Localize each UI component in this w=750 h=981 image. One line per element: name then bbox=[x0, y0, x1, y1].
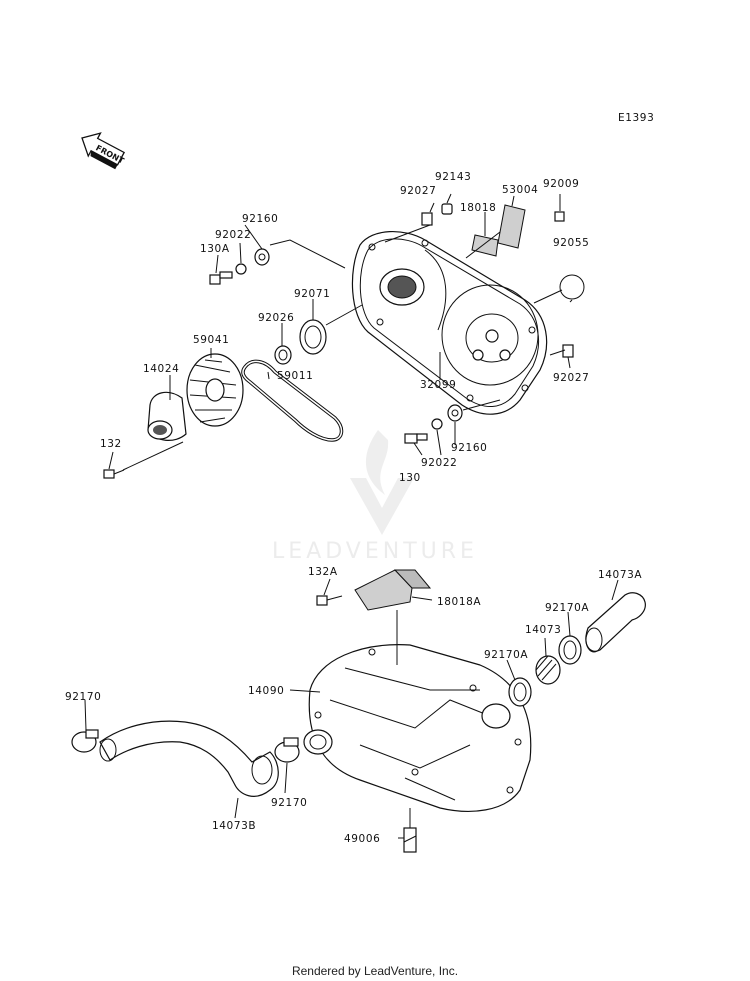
front-arrow-icon: FRONT bbox=[81, 132, 126, 170]
clamp-92170-left-part[interactable] bbox=[71, 729, 99, 753]
callout-92055[interactable]: 92055 bbox=[553, 237, 589, 249]
callout-92027-lower[interactable]: 92027 bbox=[553, 372, 589, 384]
drain-plug-49006-part[interactable] bbox=[403, 827, 417, 853]
duct-part[interactable] bbox=[147, 391, 187, 441]
callout-92160-lower[interactable]: 92160 bbox=[451, 442, 487, 454]
clamp-92170-mid-part[interactable] bbox=[274, 737, 300, 763]
bracket-18018-part[interactable] bbox=[471, 234, 499, 257]
bolt-132A-part[interactable] bbox=[316, 595, 343, 606]
callout-14073[interactable]: 14073 bbox=[525, 624, 561, 636]
callout-92170-left[interactable]: 92170 bbox=[65, 691, 101, 703]
footer-credit: Rendered by LeadVenture, Inc. bbox=[292, 964, 458, 978]
bolt-92027-upper-part[interactable] bbox=[421, 212, 433, 226]
callout-92160-upper[interactable]: 92160 bbox=[242, 213, 278, 225]
callout-14073B[interactable]: 14073B bbox=[212, 820, 256, 832]
bolt-92009-part[interactable] bbox=[554, 211, 565, 222]
plate-53004-part[interactable] bbox=[497, 204, 526, 249]
o-ring-92055-part[interactable] bbox=[559, 274, 585, 300]
tube-14073B-part[interactable] bbox=[99, 720, 279, 797]
callout-labels: 92143 92027 53004 92009 18018 92160 9202… bbox=[65, 171, 642, 845]
callout-130[interactable]: 130 bbox=[399, 472, 421, 484]
callout-130A[interactable]: 130A bbox=[200, 243, 230, 255]
callout-92170A-right[interactable]: 92170A bbox=[545, 602, 589, 614]
callout-92071[interactable]: 92071 bbox=[294, 288, 330, 300]
bolt-92027-lower-part[interactable] bbox=[562, 344, 574, 358]
callout-132[interactable]: 132 bbox=[100, 438, 122, 450]
drive-belt-part[interactable] bbox=[241, 359, 344, 442]
clamp-92170A-right-part[interactable] bbox=[558, 635, 582, 665]
callout-59041[interactable]: 59041 bbox=[193, 334, 229, 346]
lower-leader-lines bbox=[84, 578, 619, 839]
diagram-code: E1393 bbox=[618, 112, 654, 124]
upper-leader-lines bbox=[108, 193, 573, 471]
callout-59011[interactable]: 59011 bbox=[277, 370, 313, 382]
callout-18018A[interactable]: 18018A bbox=[437, 596, 481, 608]
collar-92143-part[interactable] bbox=[441, 203, 453, 215]
clutch-cover-part[interactable] bbox=[351, 230, 548, 415]
clamp-92170A-left-part[interactable] bbox=[508, 677, 532, 707]
washer-92022-upper-part[interactable] bbox=[235, 263, 247, 275]
callout-14024[interactable]: 14024 bbox=[143, 363, 179, 375]
bolt-132-part[interactable] bbox=[103, 469, 125, 479]
washer-92022-lower-part[interactable] bbox=[431, 418, 443, 430]
callout-14073A[interactable]: 14073A bbox=[598, 569, 642, 581]
oil-seal-part[interactable] bbox=[299, 319, 327, 355]
bracket-18018A-part[interactable] bbox=[354, 569, 432, 611]
callout-92022-upper[interactable]: 92022 bbox=[215, 229, 251, 241]
callout-18018[interactable]: 18018 bbox=[460, 202, 496, 214]
leadventure-watermark: LEADVENTURE bbox=[272, 430, 478, 564]
bolt-130-part[interactable] bbox=[404, 433, 428, 444]
callout-92022-lower[interactable]: 92022 bbox=[421, 457, 457, 469]
collar-part[interactable] bbox=[274, 345, 292, 365]
tube-14073-part[interactable] bbox=[535, 655, 561, 685]
watermark-text: LEADVENTURE bbox=[272, 539, 478, 564]
air-duct-housing-part[interactable] bbox=[303, 644, 532, 812]
callout-92170A-left[interactable]: 92170A bbox=[484, 649, 528, 661]
callout-49006[interactable]: 49006 bbox=[344, 833, 380, 845]
callout-92026[interactable]: 92026 bbox=[258, 312, 294, 324]
cooling-fan-part[interactable] bbox=[186, 353, 244, 427]
grommet-92160-lower-part[interactable] bbox=[447, 404, 463, 422]
tube-14073A-part[interactable] bbox=[585, 592, 646, 653]
callout-92027-upper[interactable]: 92027 bbox=[400, 185, 436, 197]
callout-32099[interactable]: 32099 bbox=[420, 379, 456, 391]
callout-53004[interactable]: 53004 bbox=[502, 184, 538, 196]
callout-92170-mid[interactable]: 92170 bbox=[271, 797, 307, 809]
callout-92009[interactable]: 92009 bbox=[543, 178, 579, 190]
bolt-130A-part[interactable] bbox=[209, 271, 233, 285]
callout-14090[interactable]: 14090 bbox=[248, 685, 284, 697]
callout-132A[interactable]: 132A bbox=[308, 566, 338, 578]
callout-92143[interactable]: 92143 bbox=[435, 171, 471, 183]
grommet-92160-upper-part[interactable] bbox=[254, 248, 270, 266]
